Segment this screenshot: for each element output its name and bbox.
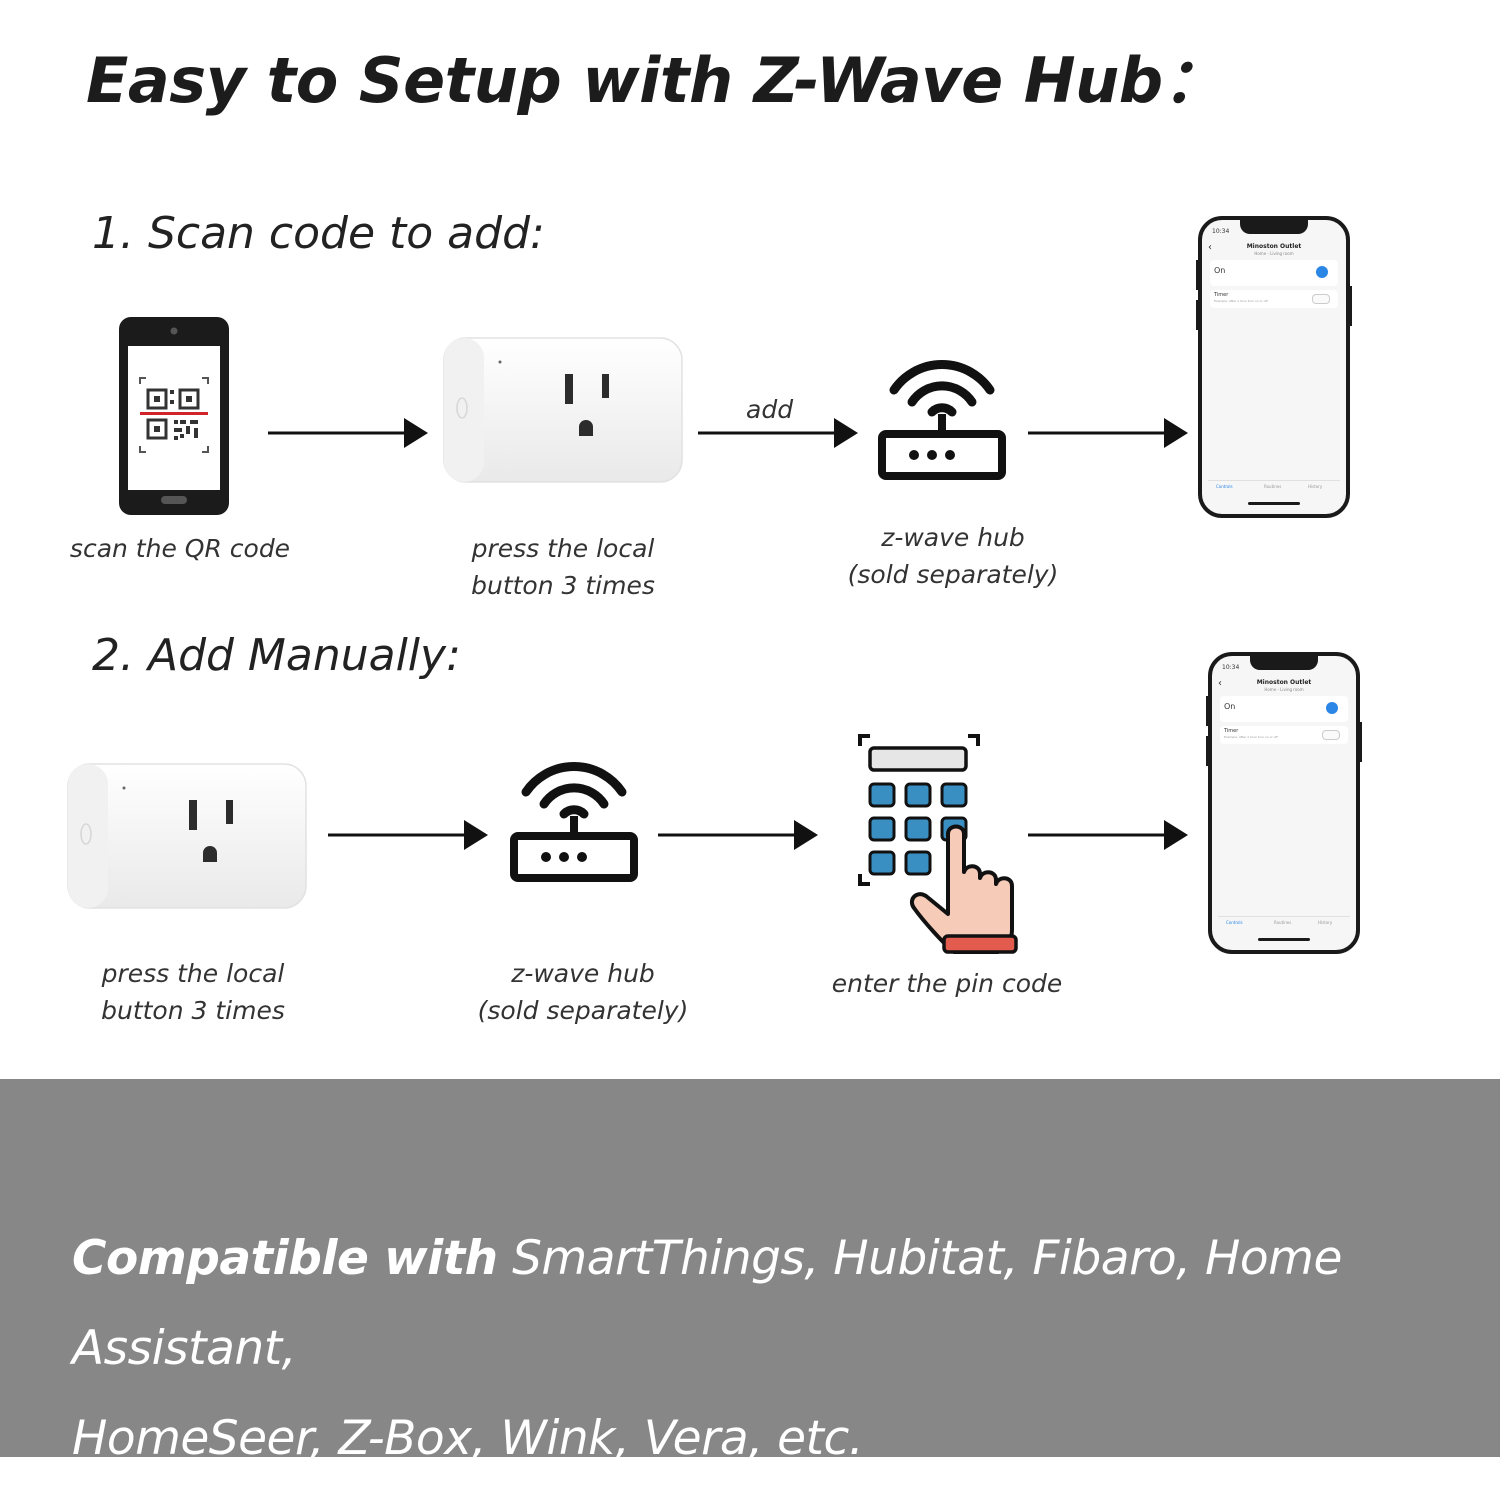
arrow-icon: [698, 416, 860, 450]
caption-zwave-hub: z-wave hub (sold separately): [460, 955, 706, 1029]
back-icon: ‹: [1218, 678, 1222, 689]
app-tab-routines: Routines: [1264, 484, 1282, 489]
arrow-label-add: add: [746, 395, 794, 424]
smart-plug-icon: [440, 336, 686, 486]
app-tab-controls: Controls: [1216, 484, 1233, 489]
power-icon: [1326, 702, 1338, 714]
app-timer-label: Timer: [1224, 728, 1239, 734]
app-tab-history: History: [1318, 920, 1333, 925]
app-on-label: On: [1214, 266, 1226, 275]
caption-press-button: press the local button 3 times: [70, 955, 316, 1029]
caption-line: z-wave hub: [511, 959, 655, 988]
app-tab-controls: Controls: [1226, 920, 1243, 925]
compatible-with-label: Compatible with: [72, 1231, 498, 1286]
compatibility-banner: [0, 1079, 1500, 1457]
caption-scan-qr: scan the QR code: [69, 534, 291, 563]
timer-toggle: [1322, 730, 1340, 740]
caption-line: press the local: [471, 534, 655, 563]
app-room: Home - Living room: [1254, 251, 1294, 256]
compatibility-text: Compatible with SmartThings, Hubitat, Fi…: [72, 1214, 1472, 1484]
router-icon: [508, 752, 640, 884]
app-on-label: On: [1224, 702, 1236, 711]
caption-line: press the local: [101, 959, 285, 988]
app-timer-label: Timer: [1214, 292, 1229, 298]
compatible-platforms-line1: SmartThings, Hubitat, Fibaro, Home Assis…: [72, 1231, 1342, 1376]
caption-line: button 3 times: [101, 996, 285, 1025]
page-title: Easy to Setup with Z-Wave Hub：: [86, 44, 1225, 117]
app-room: Home - Living room: [1264, 687, 1304, 692]
caption-zwave-hub: z-wave hub (sold separately): [830, 519, 1076, 593]
arrow-icon: [658, 818, 820, 852]
back-icon: ‹: [1208, 242, 1212, 253]
caption-line: z-wave hub: [881, 523, 1025, 552]
arrow-icon: [1028, 416, 1190, 450]
app-time: 10:34: [1222, 664, 1240, 671]
app-time: 10:34: [1212, 228, 1230, 235]
qr-phone-icon: [118, 316, 230, 516]
caption-line: (sold separately): [847, 560, 1059, 589]
compatible-platforms-line2: HomeSeer, Z-Box, Wink, Vera, etc.: [72, 1411, 864, 1466]
caption-line: (sold separately): [477, 996, 689, 1025]
app-device-name: Minoston Outlet: [1246, 243, 1302, 250]
app-timer-hint: Example: After 1 hour turn on or off: [1224, 735, 1278, 739]
smartphone-app-icon: 10:34 ‹ Minoston Outlet Home - Living ro…: [1196, 216, 1352, 518]
caption-line: button 3 times: [471, 571, 655, 600]
app-tab-history: History: [1308, 484, 1323, 489]
arrow-icon: [1028, 818, 1190, 852]
smartphone-app-icon: 10:34 ‹ Minoston Outlet Home - Living ro…: [1206, 652, 1362, 954]
app-timer-hint: Example: After 1 hour turn on or off: [1214, 299, 1268, 303]
keypad-icon: [854, 732, 1024, 956]
step2-heading: 2. Add Manually:: [92, 630, 461, 681]
caption-pin-code: enter the pin code: [831, 969, 1063, 998]
smart-plug-icon: [64, 762, 310, 912]
arrow-icon: [328, 818, 490, 852]
app-device-name: Minoston Outlet: [1256, 679, 1312, 686]
router-icon: [876, 350, 1008, 482]
app-tab-routines: Routines: [1274, 920, 1292, 925]
power-icon: [1316, 266, 1328, 278]
caption-press-button: press the local button 3 times: [440, 530, 686, 604]
timer-toggle: [1312, 294, 1330, 304]
arrow-icon: [268, 416, 430, 450]
step1-heading: 1. Scan code to add:: [92, 208, 545, 259]
